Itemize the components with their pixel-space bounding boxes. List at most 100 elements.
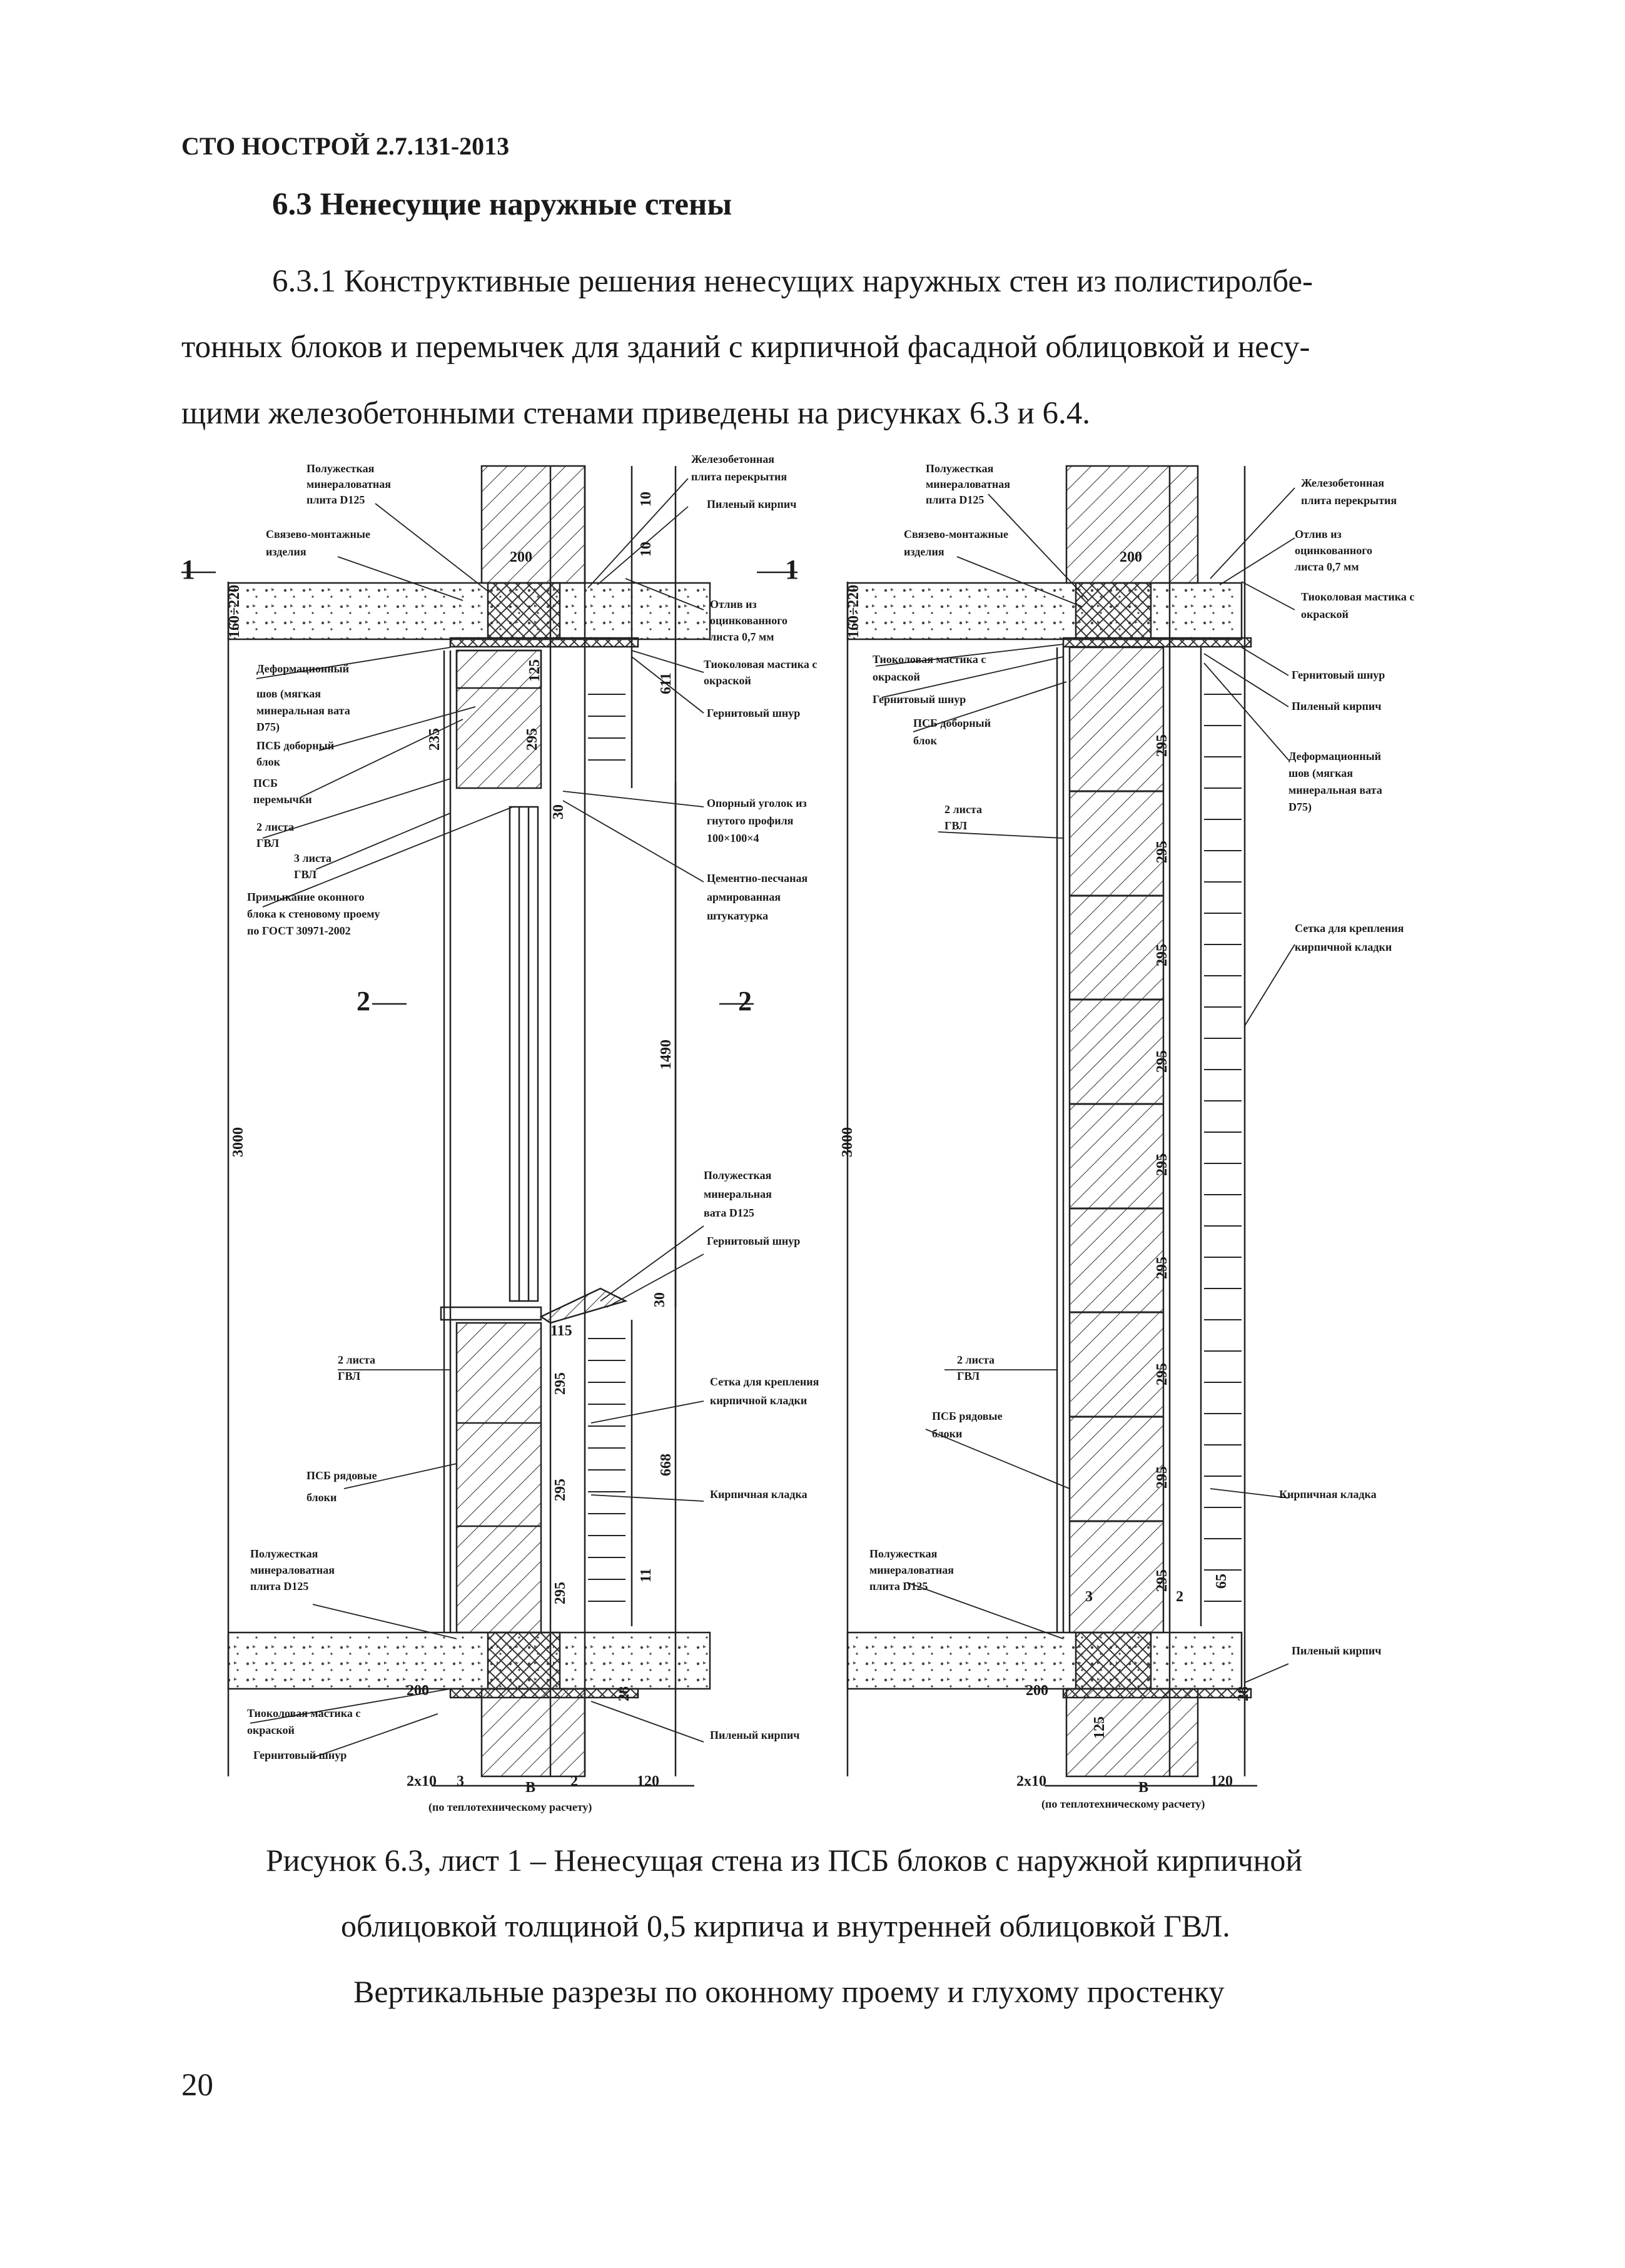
left-bottom-slab [227, 1631, 711, 1690]
right-dim-120: 120 [1210, 1773, 1233, 1790]
left-label-deform-4: D75) [256, 721, 280, 734]
left-dim-10a: 10 [638, 492, 654, 507]
left-dim-slab: 160÷220 [226, 585, 243, 638]
left-window-frame [509, 806, 539, 1302]
left-dim-2x10: 2х10 [407, 1773, 437, 1790]
left-label-ugolok-3: 100×100×4 [707, 832, 759, 844]
right-label-gvl2-1: 2 листа [944, 803, 982, 816]
right-label-mineral-plate-2: минераловатная [926, 478, 1010, 490]
left-label-tiokol-1: Тиоколовая мастика с [704, 658, 817, 671]
left-label-psb-per-2: перемычки [253, 793, 312, 806]
right-dim-slab: 160÷220 [846, 585, 862, 638]
right-dim-2: 2 [1176, 1589, 1183, 1605]
right-dim-3: 3 [1085, 1589, 1093, 1605]
left-label-psb-dobor-2: блок [256, 756, 281, 768]
right-label-brick-bottom: Пиленый кирпич [1292, 1644, 1381, 1657]
right-label-otliv-1: Отлив из [1295, 528, 1342, 540]
left-dim-1490: 1490 [658, 1040, 674, 1070]
left-label-mineral-plate-1: Полужесткая [306, 462, 375, 475]
left-dimensions: 160÷220 200 125 235 295 611 30 3000 1490… [181, 492, 799, 1796]
left-label-shtuk-3: штукатурка [707, 909, 768, 922]
left-label-tiokol-b-2: окраской [247, 1724, 295, 1736]
left-dim-295b: 295 [552, 1372, 569, 1395]
right-dim-295b: 295 [1154, 841, 1170, 863]
left-dim-235: 235 [427, 728, 443, 751]
left-label-ugolok-1: Опорный уголок из [707, 797, 807, 809]
right-dim-295i: 295 [1154, 1569, 1170, 1592]
left-label-tiokol-b-1: Тиоколовая мастика с [247, 1707, 360, 1719]
left-section-mark-1b: 1 [785, 554, 799, 585]
left-label-mpb-2: минераловатная [250, 1564, 335, 1576]
right-label-gernit: Гернитовый шнур [873, 693, 966, 706]
right-label-deform-3: минеральная вата [1288, 784, 1382, 796]
left-label-svyazevo-1: Связево-монтажные [266, 528, 370, 540]
right-label-mpb-3: плита D125 [869, 1580, 928, 1592]
left-label-shtuk-1: Цементно-песчаная [707, 872, 808, 884]
left-label-brick: Пиленый кирпич [707, 498, 796, 510]
left-label-wool-2: минеральная [704, 1188, 772, 1200]
right-dim-295h: 295 [1154, 1466, 1170, 1489]
right-label-svyazevo-2: изделия [904, 545, 944, 558]
right-label-deform-2: шов (мягкая [1288, 767, 1353, 780]
left-label-deform-2: шов (мягкая [256, 687, 321, 701]
right-label-tiokol-1: Тиоколовая мастика с [873, 653, 986, 666]
right-label-mineral-plate-1: Полужесткая [926, 462, 994, 475]
left-label-psb-ryad-1: ПСБ рядовые [306, 1469, 377, 1482]
right-dim-295d: 295 [1154, 1050, 1170, 1073]
left-dim-200: 200 [510, 549, 532, 565]
figure-caption-line-1: Рисунок 6.3, лист 1 – Ненесущая стена из… [266, 1843, 1303, 1878]
left-label-gvl2-2: ГВЛ [256, 837, 280, 849]
right-dim-125: 125 [1091, 1716, 1108, 1739]
left-label-mpb-1: Полужесткая [250, 1547, 318, 1560]
right-dim-65: 65 [1213, 1574, 1230, 1589]
right-label-otliv-2: оцинкованного [1295, 544, 1372, 557]
left-section [181, 465, 797, 1787]
left-label-zhb-1: Железобетонная [691, 453, 774, 465]
left-label-gvl2-1: 2 листа [256, 821, 294, 833]
right-label-kladka: Кирпичная кладка [1279, 1488, 1377, 1501]
figure-caption-line-3: Вертикальные разрезы по оконному проему … [353, 1974, 1225, 2009]
left-label-kladka: Кирпичная кладка [710, 1488, 807, 1501]
left-label-deform-1: Деформационный [256, 662, 349, 675]
left-label-psb-dobor-1: ПСБ доборный [256, 739, 334, 752]
right-label-setka-1: Сетка для крепления [1295, 922, 1404, 934]
paragraph-line-2: тонных блоков и перемычек для зданий с к… [181, 330, 1310, 365]
right-dim-3000: 3000 [839, 1127, 856, 1157]
right-dim-295f: 295 [1154, 1257, 1170, 1279]
right-label-psb-dobor-2: блок [913, 734, 938, 747]
left-dim-200b: 200 [407, 1683, 429, 1699]
right-bottom-slab [846, 1631, 1243, 1690]
right-label-psb-ryad-2: блоки [932, 1427, 962, 1440]
right-label-tiokol-2: окраской [873, 671, 920, 683]
right-label-calc-note: (по теплотехническому расчету) [1041, 1798, 1205, 1811]
left-dim-B: B [525, 1779, 535, 1796]
right-dim-295g: 295 [1154, 1363, 1170, 1385]
left-label-gernit-b: Гернитовый шнур [253, 1749, 347, 1761]
left-label-otliv-3: листа 0,7 мм [710, 630, 774, 643]
left-label-wool-1: Полужесткая [704, 1169, 772, 1182]
left-label-gernit-sill: Гернитовый шнур [707, 1235, 800, 1247]
document-code: СТО НОСТРОЙ 2.7.131-2013 [181, 132, 510, 160]
left-label-mineral-plate-2: минераловатная [306, 478, 391, 490]
left-label-setka-2: кирпичной кладки [710, 1394, 807, 1407]
left-label-ugolok-2: гнутого профиля [707, 814, 794, 827]
right-label-psb-dobor-1: ПСБ доборный [913, 717, 991, 729]
left-dim-2: 2 [570, 1773, 578, 1790]
left-label-gvl2b-2: ГВЛ [338, 1370, 361, 1382]
right-label-gvl2-2: ГВЛ [944, 819, 968, 832]
left-label-zhb-2: плита перекрытия [691, 470, 787, 483]
left-label-gvl3-2: ГВЛ [294, 868, 317, 881]
right-dimensions: 160÷220 200 3000 295 295 295 295 295 295… [839, 549, 1252, 1796]
left-section-mark-1a: 1 [181, 554, 195, 585]
right-label-gvl2b-1: 2 листа [957, 1354, 995, 1366]
section-title: 6.3 Ненесущие наружные стены [272, 187, 732, 222]
right-dim-B: B [1138, 1779, 1148, 1796]
right-label-tiokol-r-1: Тиоколовая мастика с [1301, 590, 1414, 603]
paragraph-line-3: щими железобетонными стенами приведены н… [181, 396, 1091, 431]
left-section-mark-2b: 2 [738, 986, 752, 1016]
right-label-mpb-2: минераловатная [869, 1564, 954, 1576]
right-dim-200: 200 [1120, 549, 1142, 565]
left-dim-611: 611 [658, 672, 674, 694]
right-dim-2x10: 2х10 [1016, 1773, 1046, 1790]
